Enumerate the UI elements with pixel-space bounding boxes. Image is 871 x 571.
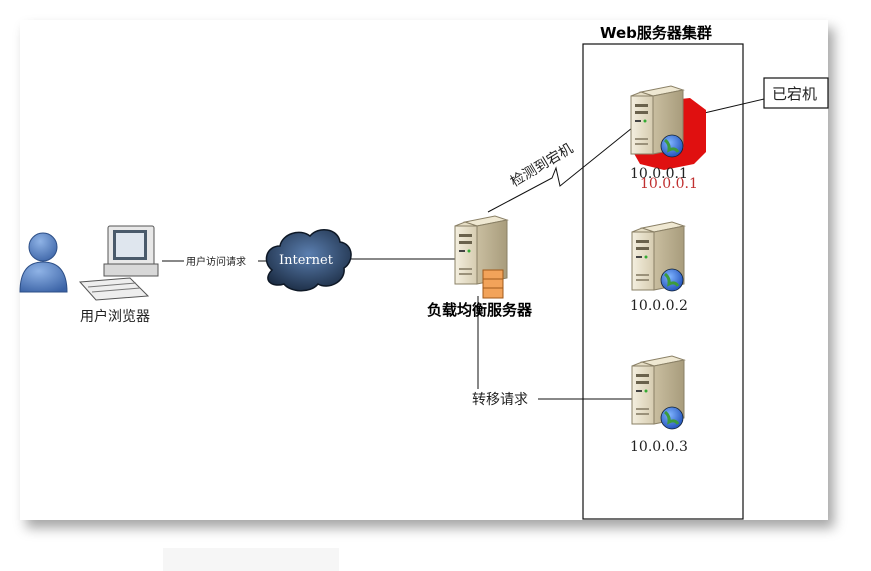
server-3-globe-icon (660, 406, 684, 430)
server-1-ip: 10.0.0.1 (630, 166, 688, 182)
server-1-globe-icon (660, 134, 684, 158)
firewall-icon (482, 269, 504, 299)
server-3: 10.0.0.3 (630, 355, 688, 455)
user-icon (19, 232, 68, 293)
request-label: 用户访问请求 (186, 255, 246, 268)
load-balancer-label: 负载均衡服务器 (427, 301, 533, 319)
cluster-box (582, 43, 744, 520)
transfer-request-label: 转移请求 (472, 392, 528, 408)
server-2-ip: 10.0.0.2 (630, 298, 688, 314)
user-browser-label: 用户浏览器 (80, 308, 150, 325)
down-callout-box (763, 77, 829, 109)
server-3-ip: 10.0.0.3 (630, 439, 688, 455)
computer-icon (78, 225, 159, 301)
internet-label: Internet (279, 253, 334, 268)
down-label: 已宕机 (772, 85, 817, 103)
server-2: 10.0.0.2 (630, 221, 688, 314)
cluster-title: Web服务器集群 (600, 24, 712, 42)
server-1-ip-overlay: 10.0.0.1 (640, 176, 698, 192)
server-2-globe-icon (660, 268, 684, 292)
server-1: 10.0.0.1 10.0.0.1 (630, 85, 706, 192)
internet-cloud-icon (265, 229, 352, 292)
